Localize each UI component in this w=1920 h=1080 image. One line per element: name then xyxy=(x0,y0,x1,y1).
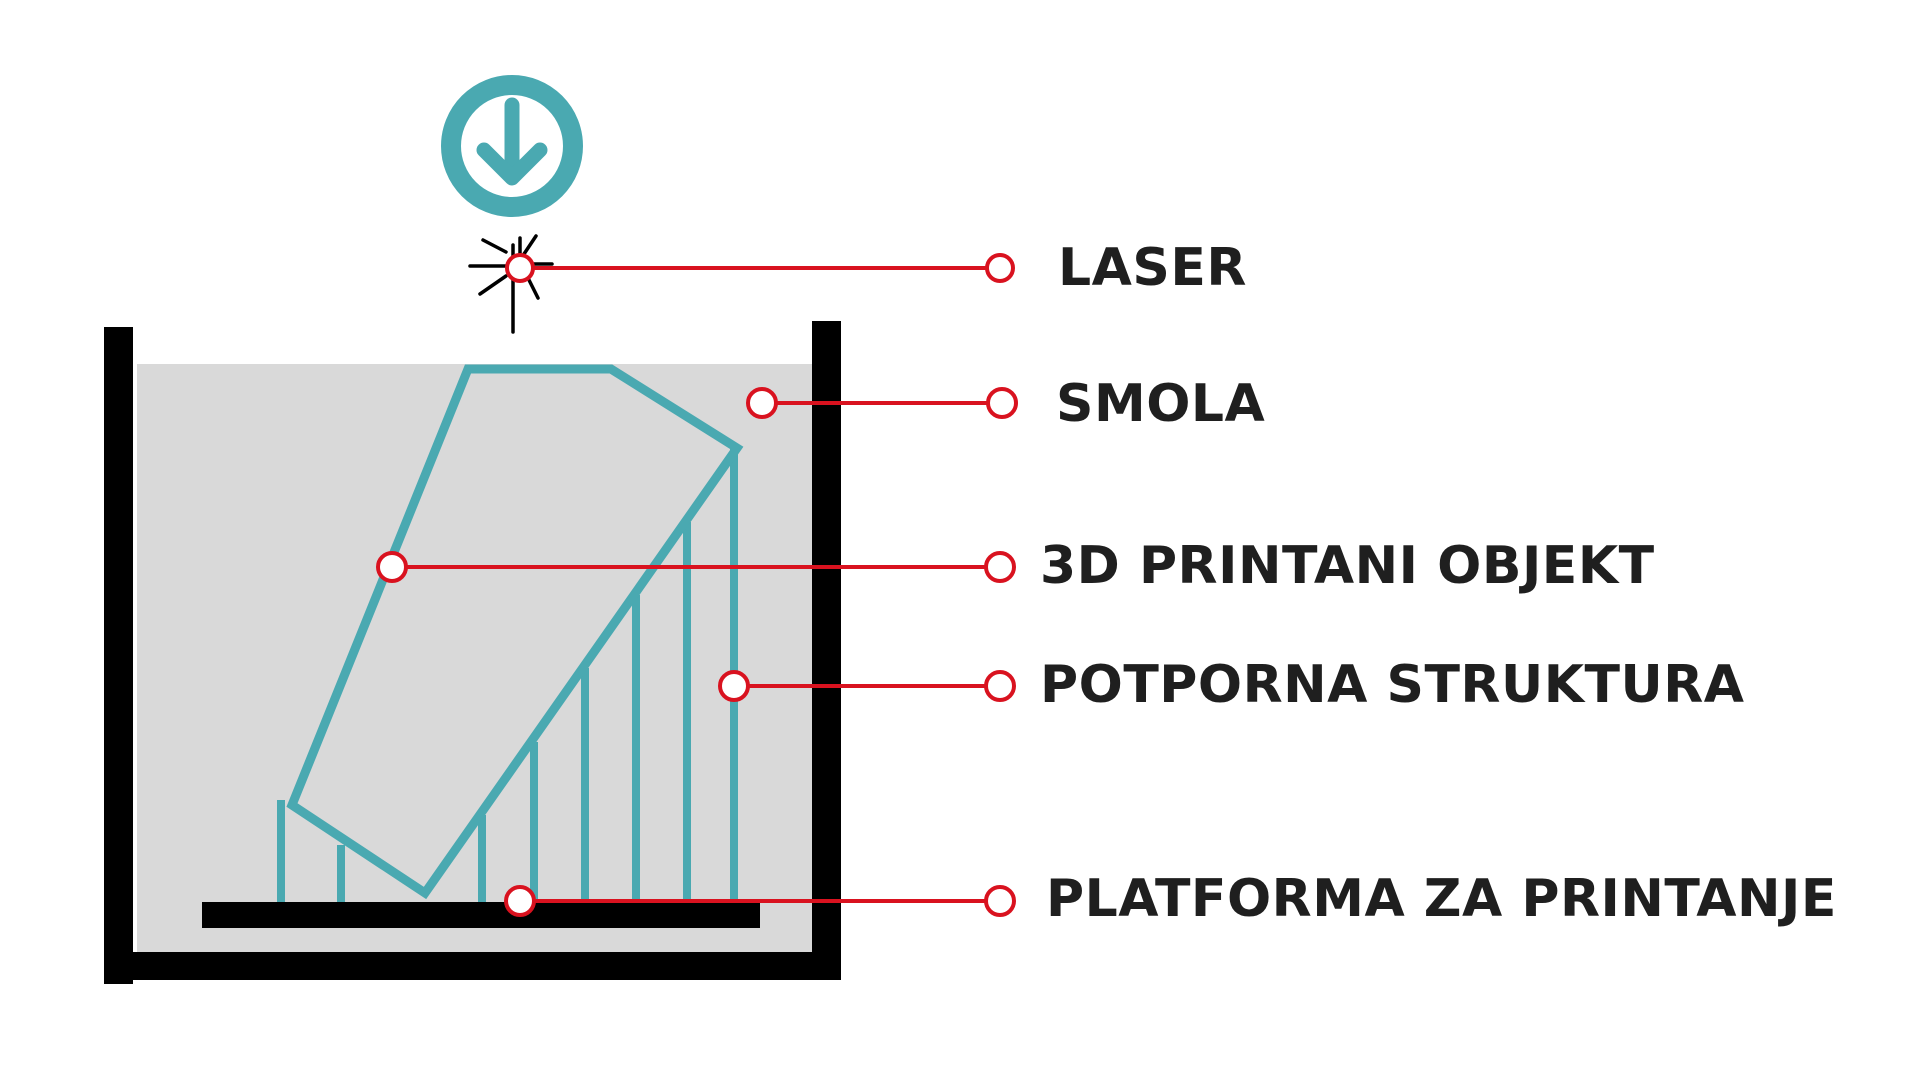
build-platform xyxy=(202,902,760,928)
callout-support-structure xyxy=(718,670,1016,702)
printed-object xyxy=(286,364,744,900)
tank-bottom xyxy=(104,952,841,980)
callout-resin xyxy=(746,387,1018,419)
callout-build-platform xyxy=(504,885,1016,917)
laser-burst-icon xyxy=(468,234,554,334)
label-resin: SMOLA xyxy=(1056,374,1266,434)
callout-laser xyxy=(505,253,1015,283)
arrow-down-circle-icon xyxy=(441,75,583,217)
support-structure xyxy=(277,448,738,902)
tank-right-wall xyxy=(812,321,841,980)
resin-fill xyxy=(137,364,813,954)
label-build-platform: PLATFORMA ZA PRINTANJE xyxy=(1046,869,1837,929)
label-printed-object: 3D PRINTANI OBJEKT xyxy=(1040,536,1655,596)
callout-lines xyxy=(376,253,1018,917)
tank-left-wall xyxy=(104,327,133,984)
label-laser: LASER xyxy=(1058,238,1247,298)
label-support-structure: POTPORNA STRUKTURA xyxy=(1040,655,1745,715)
callout-printed-object xyxy=(376,551,1016,583)
